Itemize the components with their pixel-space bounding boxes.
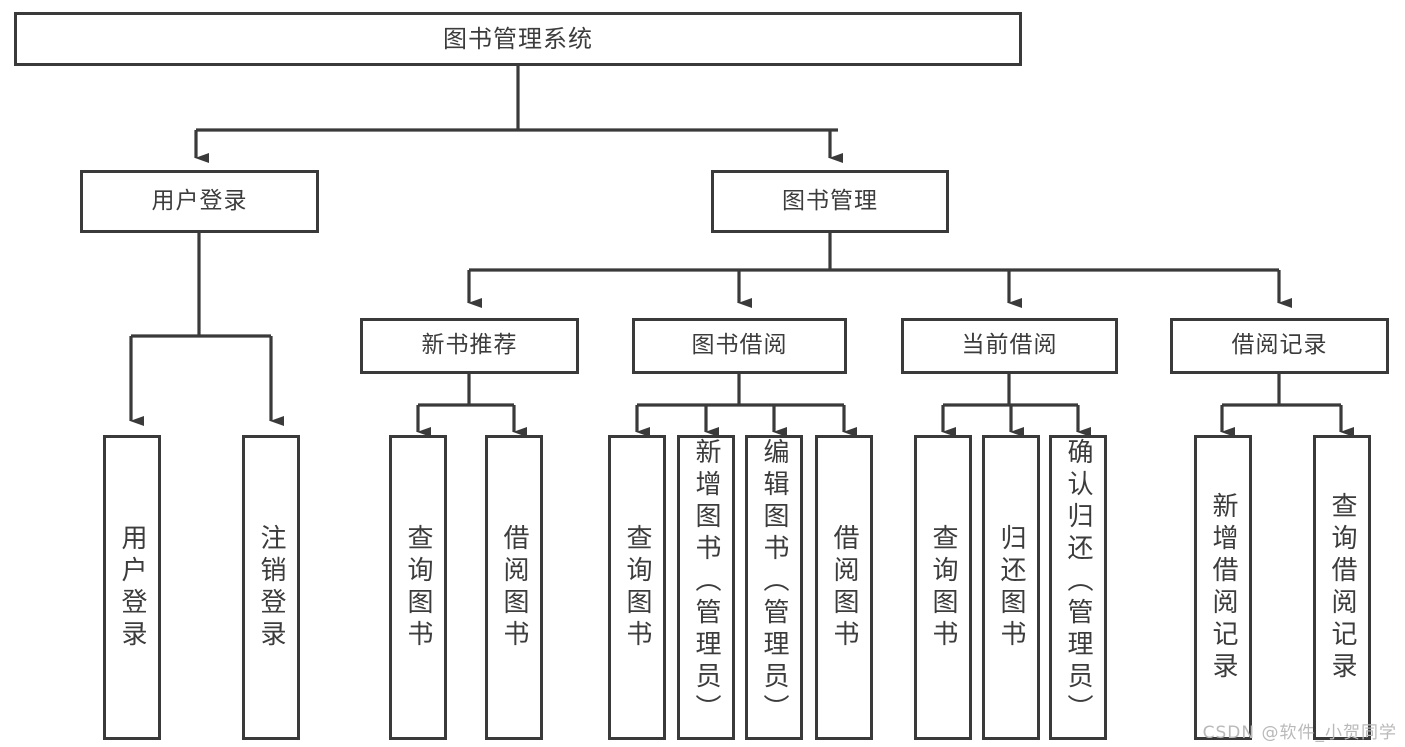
node-label: 借阅记录 (1231, 332, 1328, 359)
node-leaf-query-book-recommend[interactable]: 查询图书 (389, 435, 447, 740)
node-leaf-add-book-admin[interactable]: 新增图书（管理员） (677, 435, 735, 740)
node-leaf-edit-book-admin[interactable]: 编辑图书（管理员） (745, 435, 803, 740)
node-leaf-add-borrow-record[interactable]: 新增借阅记录 (1194, 435, 1252, 740)
node-leaf-return-book[interactable]: 归还图书 (982, 435, 1040, 740)
node-user-login[interactable]: 用户登录 (80, 170, 319, 233)
node-label: 查询图书 (403, 523, 433, 652)
node-label: 确认归还（管理员） (1063, 438, 1093, 726)
node-label: 图书借阅 (691, 332, 788, 359)
node-label: 查询图书 (622, 523, 652, 652)
node-leaf-user-login[interactable]: 用户登录 (103, 435, 161, 740)
node-label: 用户登录 (151, 187, 248, 214)
node-label: 当前借阅 (961, 332, 1058, 359)
node-label: 查询借阅记录 (1327, 491, 1357, 684)
node-leaf-query-book-current[interactable]: 查询图书 (914, 435, 972, 740)
node-label: 编辑图书（管理员） (759, 438, 789, 726)
node-label: 归还图书 (996, 523, 1026, 652)
node-label: 借阅图书 (499, 523, 529, 652)
node-leaf-query-borrow-record[interactable]: 查询借阅记录 (1313, 435, 1371, 740)
node-leaf-query-book-borrow[interactable]: 查询图书 (608, 435, 666, 740)
node-leaf-borrow-book-borrow[interactable]: 借阅图书 (815, 435, 873, 740)
node-label: 用户登录 (117, 523, 147, 652)
node-book-manage[interactable]: 图书管理 (711, 170, 949, 233)
node-current-borrow[interactable]: 当前借阅 (901, 318, 1118, 374)
node-label: 查询图书 (928, 523, 958, 652)
node-label: 借阅图书 (829, 523, 859, 652)
node-label: 图书管理系统 (443, 24, 593, 53)
node-label: 图书管理 (782, 187, 878, 214)
node-label: 新书推荐 (421, 332, 518, 359)
node-label: 新增图书（管理员） (691, 438, 721, 726)
node-leaf-logout-login[interactable]: 注销登录 (242, 435, 300, 740)
node-root-book-management-system[interactable]: 图书管理系统 (14, 12, 1022, 66)
node-book-borrow[interactable]: 图书借阅 (632, 318, 847, 374)
node-label: 注销登录 (256, 523, 286, 652)
watermark-text: CSDN @软件_小贺同学 (1202, 723, 1397, 743)
node-borrow-record[interactable]: 借阅记录 (1170, 318, 1389, 374)
node-leaf-confirm-return-admin[interactable]: 确认归还（管理员） (1049, 435, 1107, 740)
node-label: 新增借阅记录 (1208, 491, 1238, 684)
node-new-book-recommend[interactable]: 新书推荐 (360, 318, 579, 374)
node-leaf-borrow-book-recommend[interactable]: 借阅图书 (485, 435, 543, 740)
